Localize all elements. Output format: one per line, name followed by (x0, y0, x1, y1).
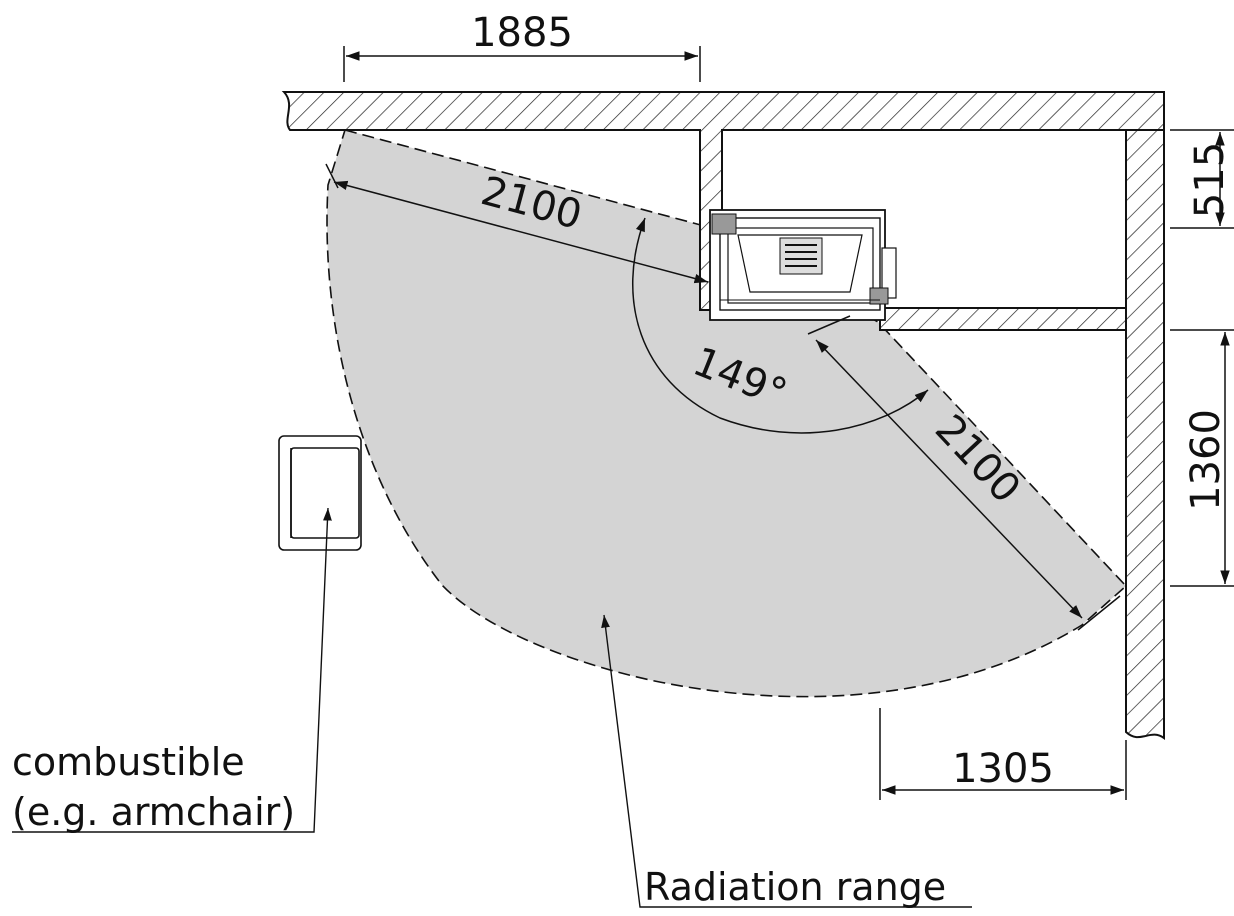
combustible-label-line2: (e.g. armchair) (12, 790, 295, 834)
wall-right (1125, 129, 1165, 740)
dimension-top-width (343, 46, 701, 82)
wall-shelf (879, 307, 1127, 331)
dimension-top-width-label: 1885 (471, 10, 573, 56)
combustible-label-line1: combustible (12, 740, 245, 784)
radiation-leader (601, 614, 972, 908)
dimension-side-depth-label: 515 (1187, 142, 1233, 218)
dimension-side-height (1170, 329, 1234, 587)
combustible-leader (12, 507, 332, 833)
radiation-range-label: Radiation range (644, 865, 946, 909)
armchair (278, 435, 362, 551)
dimension-bottom-width-label: 1305 (952, 746, 1054, 792)
angle-arc (632, 217, 929, 434)
dimension-bottom-width (879, 708, 1127, 800)
heater-unit (709, 209, 897, 321)
dimension-side-depth (1170, 129, 1234, 229)
dimension-side-height-label: 1360 (1183, 409, 1229, 511)
